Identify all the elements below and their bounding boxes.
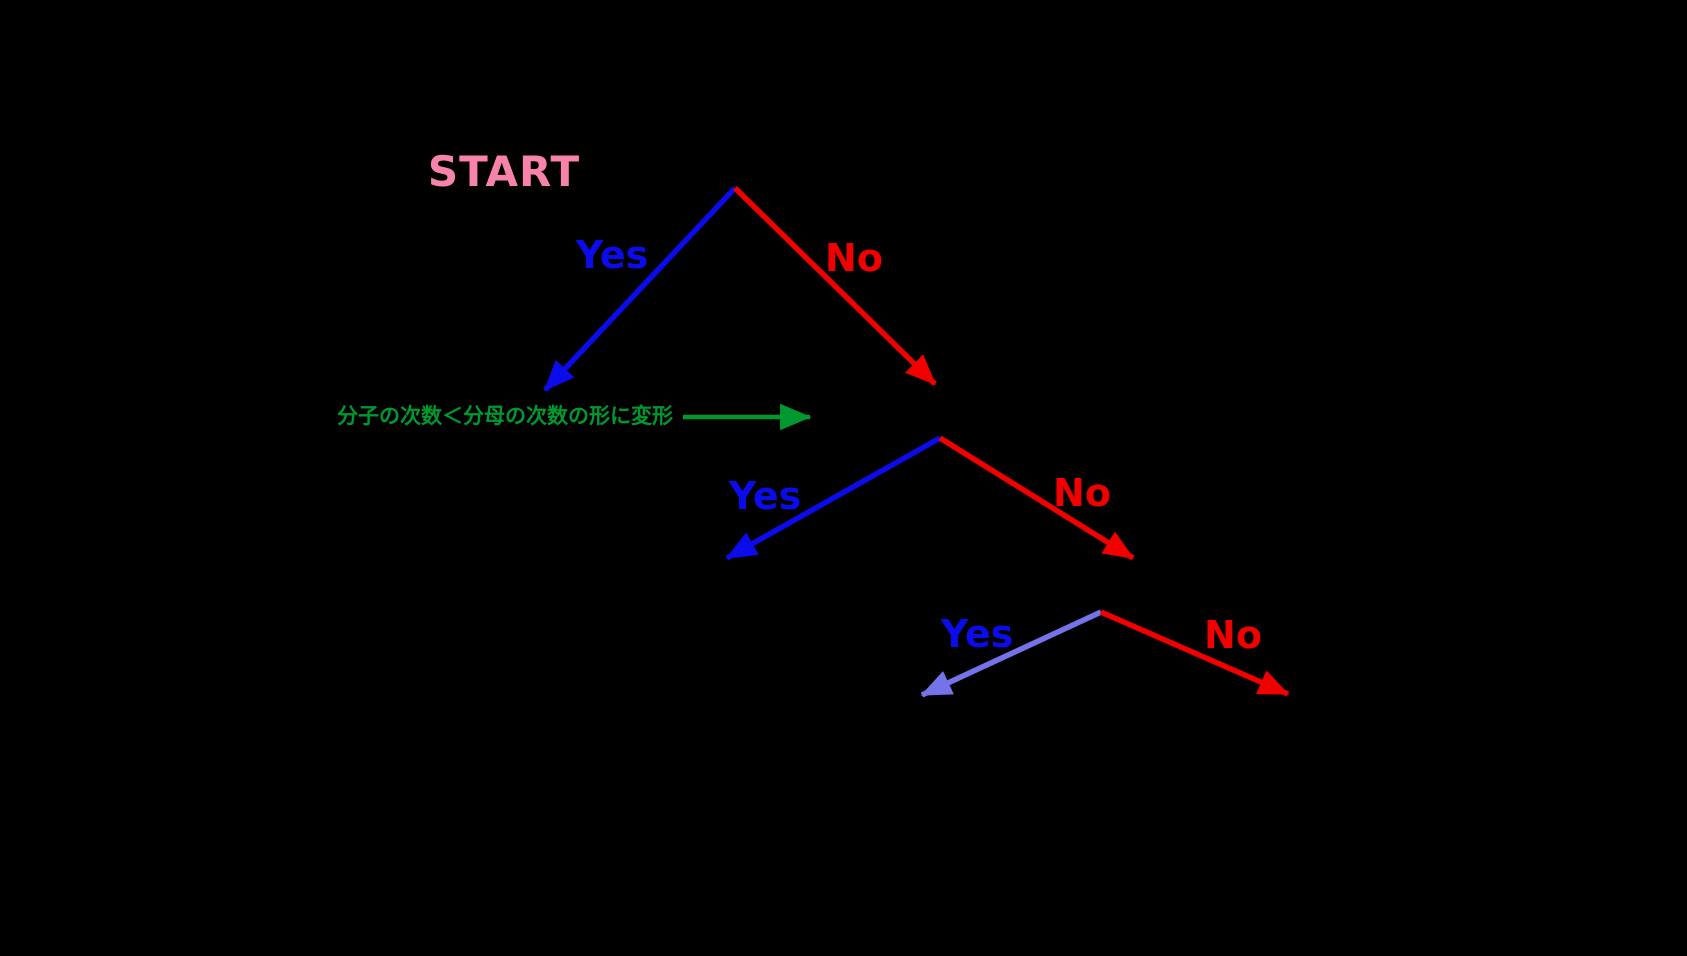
branch3-yes-arrow <box>920 609 1103 698</box>
branch1-no-arrow <box>733 186 937 386</box>
branch2-yes-arrow <box>725 435 942 561</box>
branch3-no-label: No <box>1204 613 1262 657</box>
branch1-yes-label: Yes <box>575 233 649 277</box>
transform-note-label: 分子の次数＜分母の次数の形に変形 <box>337 404 673 428</box>
branch1-yes-arrow <box>542 186 738 392</box>
branch3-no-arrow <box>1099 609 1290 697</box>
start-label: START <box>427 147 581 196</box>
branch2-yes-label: Yes <box>728 474 802 518</box>
branch1-no-label: No <box>825 236 883 280</box>
branch2-no-label: No <box>1053 471 1111 515</box>
branch2-no-arrow <box>938 435 1135 561</box>
branch3-yes-label: Yes <box>940 612 1014 656</box>
